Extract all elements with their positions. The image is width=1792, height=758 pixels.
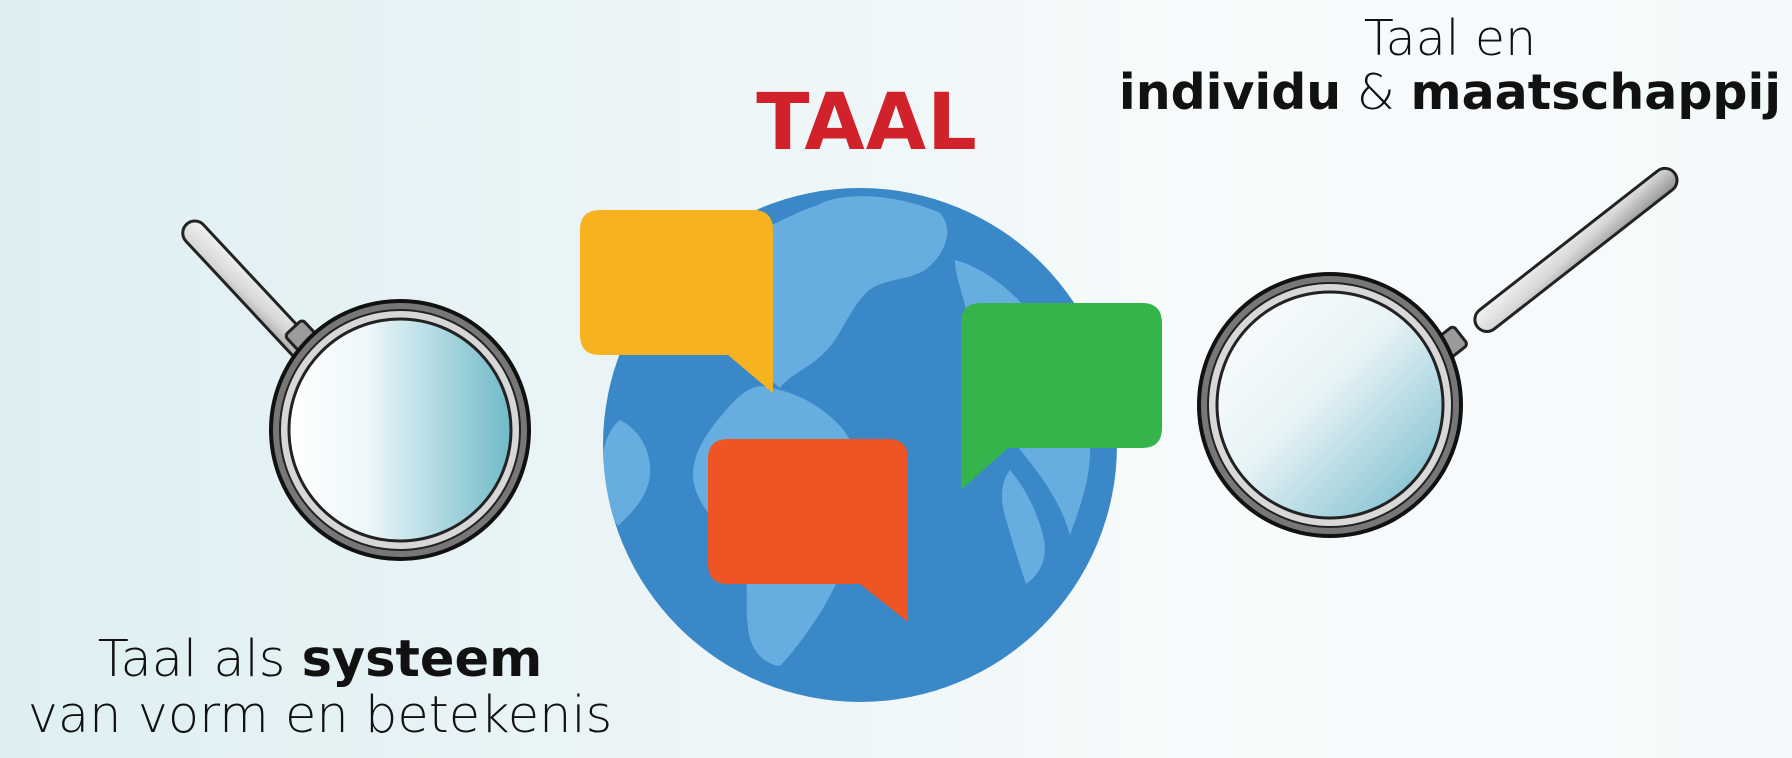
left-magnifying-glass-icon [181,219,531,561]
red-speech-bubble-icon [708,439,908,622]
individual-emphasis: individu [1118,63,1342,121]
right-caption-line-2: individu & maatschappij [1118,63,1782,121]
title-taal: TAAL [756,78,978,168]
system-emphasis: systeem [301,630,543,689]
left-caption-prefix: Taal als [97,630,302,689]
ampersand-text: & [1341,63,1411,121]
right-caption-line-1: Taal en [1363,10,1537,67]
yellow-speech-bubble-icon [580,210,773,393]
society-emphasis: maatschappij [1410,63,1782,121]
green-speech-bubble-icon [961,303,1162,490]
right-magnifying-glass-icon [1197,166,1679,538]
individual-society-caption: Taal en individu & maatschappij [1118,12,1782,120]
left-caption-line-1: Taal als systeem [0,630,640,689]
system-caption: Taal als systeem van vorm en betekenis [0,630,640,746]
left-caption-line-2: van vorm en betekenis [27,686,613,746]
